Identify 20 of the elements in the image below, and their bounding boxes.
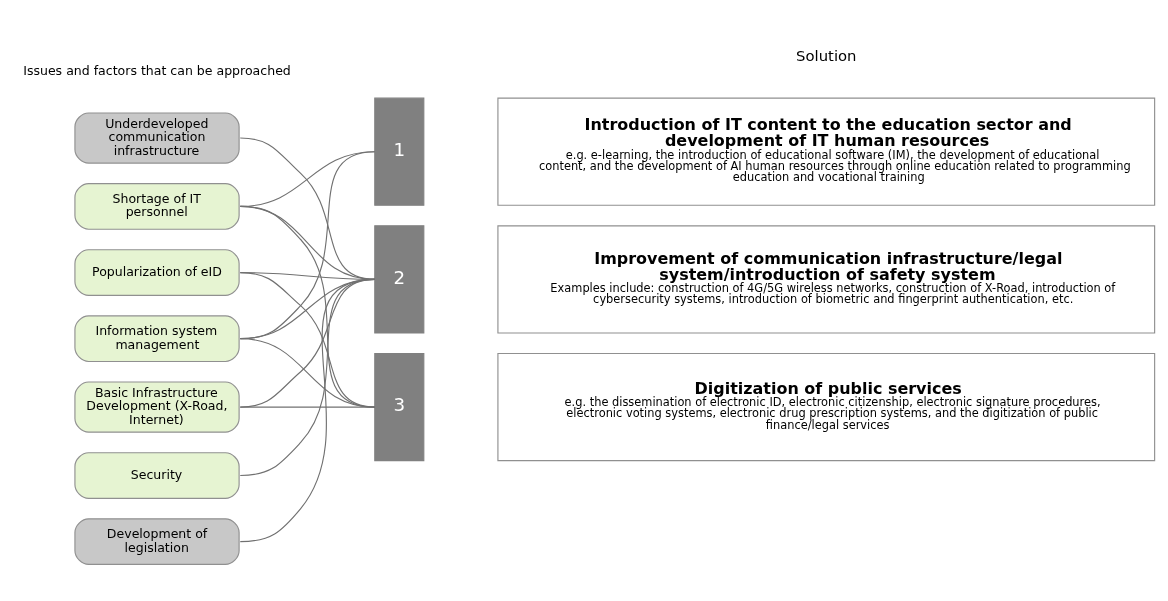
connector <box>239 406 376 408</box>
node-box: Introduction of IT content to the education sector and development of IT human resources e.g. e-learning, the introduction of educational software (IM), the development of educational content, and the development of AI human resources through online education related to programming education and vocational training <box>497 97 1156 206</box>
connector <box>239 338 376 408</box>
node-box: Development of legislation <box>74 518 240 565</box>
node-box: Popularization of eID <box>74 249 240 296</box>
connector <box>239 278 376 543</box>
node-box: 1 <box>374 97 425 206</box>
connector <box>239 278 376 477</box>
node-box: Information system management <box>74 315 240 363</box>
node-box: Improvement of communication infrastructure/legal system/introduction of safety system Examples include: construction of 4G/5G wireless networks, construction of X-Road, introduction of cybersecurity systems, introduction of biometric and fingerprint authentication, etc. <box>497 225 1156 334</box>
node-box: Underdeveloped communication infrastructure <box>74 112 240 164</box>
node-box: Shortage of IT personnel <box>74 183 240 230</box>
node-box: Security <box>74 452 240 499</box>
label: Solution <box>796 46 857 64</box>
node-box: Digitization of public services e.g. the dissemination of electronic ID, electronic citizenship, electronic signature procedures, electronic voting systems, electronic drug prescription systems, and the digitization of public finance/legal services <box>497 352 1156 462</box>
label: Issues and factors that can be approached <box>23 63 291 79</box>
node-box: 2 <box>374 225 425 334</box>
node-box: 3 <box>374 352 425 462</box>
node-box: Basic Infrastructure Development (X-Road, Internet) <box>74 381 240 433</box>
connector <box>239 205 376 408</box>
